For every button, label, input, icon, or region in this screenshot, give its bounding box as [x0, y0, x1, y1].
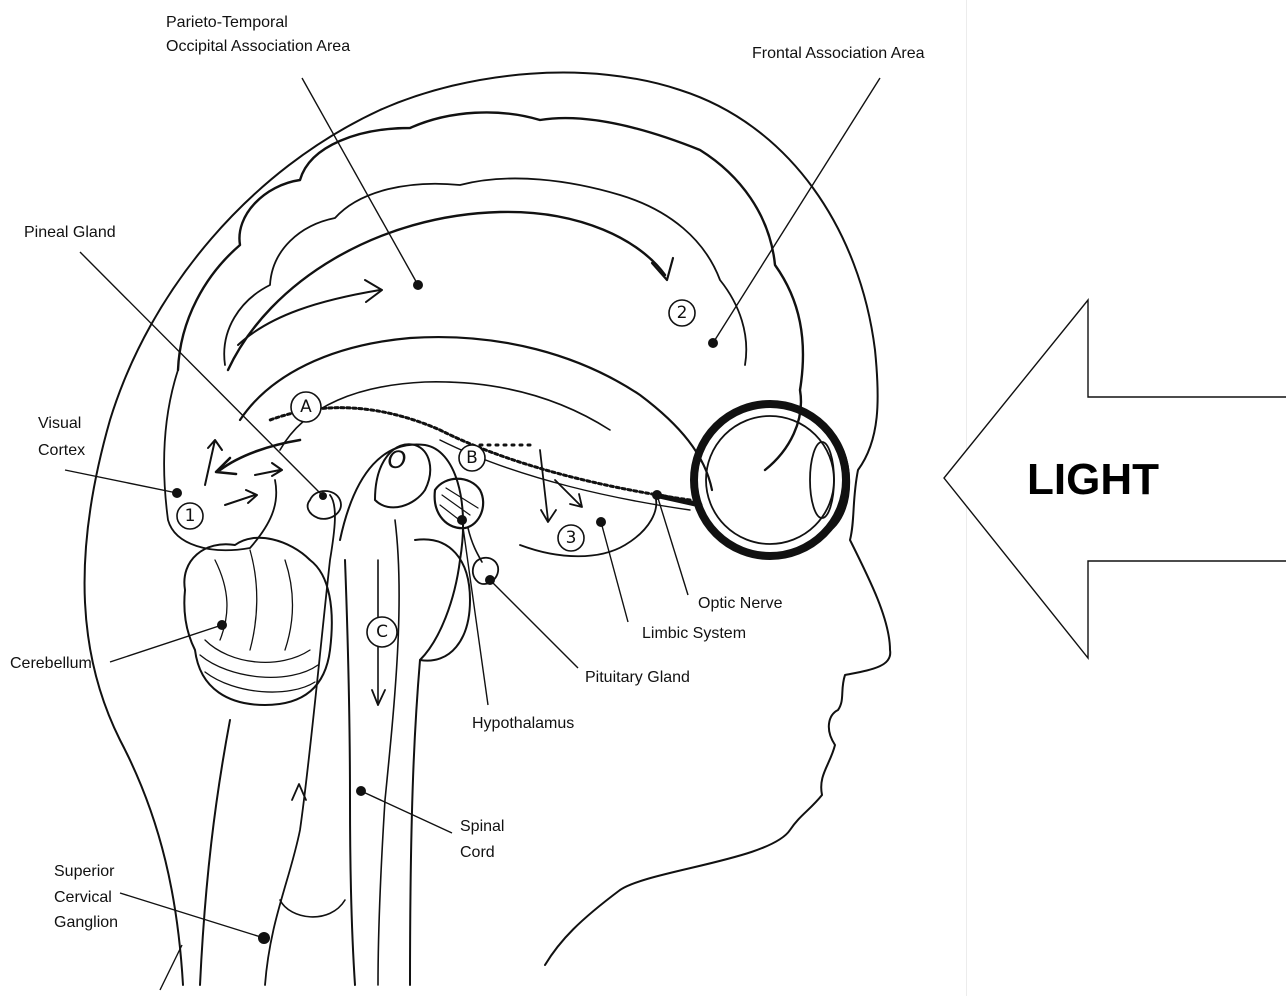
- label-scg-2: Cervical: [54, 889, 112, 906]
- svg-text:C: C: [376, 622, 388, 642]
- label-spinal-cord-2: Cord: [460, 844, 495, 861]
- dot-cerebellum: [217, 620, 227, 630]
- cerebral-cortex-inner: [224, 178, 746, 365]
- leader-cerebellum: [110, 625, 222, 662]
- label-pituitary-gland: Pituitary Gland: [585, 669, 690, 686]
- scg-exit-line: [160, 945, 182, 990]
- dot-visual-cortex: [172, 488, 182, 498]
- dot-spinal-cord: [356, 786, 366, 796]
- label-parieto-temporal-2: Occipital Association Area: [166, 38, 350, 55]
- spinal-cord-left: [345, 560, 355, 985]
- label-frontal-association: Frontal Association Area: [752, 45, 925, 62]
- leader-pituitary: [490, 580, 578, 668]
- label-limbic-system: Limbic System: [642, 625, 746, 642]
- leader-spinal-cord: [361, 791, 452, 833]
- visual-cortex-arrow-main: [220, 440, 300, 470]
- label-visual-cortex-2: Cortex: [38, 442, 85, 459]
- corpus-callosum-inner: [280, 382, 610, 450]
- brainstem-outline: [340, 444, 463, 985]
- leader-parieto-temporal: [302, 78, 418, 285]
- dot-pituitary: [485, 575, 495, 585]
- marker-step-1: 1: [177, 503, 203, 529]
- cerebellum-outline: [184, 538, 332, 705]
- association-arrow-upper-head: [652, 258, 673, 280]
- svg-text:1: 1: [185, 506, 196, 526]
- dot-optic-nerve: [652, 490, 662, 500]
- limbic-arrow-2: [555, 480, 582, 507]
- marker-step-2: 2: [669, 300, 695, 326]
- marker-path-a: A: [291, 392, 321, 422]
- visual-cortex-arrow-2: [255, 463, 282, 476]
- limbic-arrow-1: [540, 450, 556, 522]
- leader-limbic: [601, 522, 628, 622]
- pituitary-stalk: [468, 528, 482, 562]
- label-scg-3: Ganglion: [54, 914, 118, 931]
- dot-pineal: [319, 492, 327, 500]
- svg-text:2: 2: [677, 303, 688, 323]
- svg-text:3: 3: [566, 528, 577, 548]
- dot-scg: [258, 932, 270, 944]
- svg-text:A: A: [300, 397, 312, 417]
- leader-optic-nerve: [657, 495, 688, 595]
- leader-pineal: [80, 252, 323, 496]
- label-spinal-cord-1: Spinal: [460, 818, 504, 835]
- association-arrow-upper: [228, 212, 665, 370]
- svg-text:B: B: [466, 448, 478, 468]
- label-hypothalamus: Hypothalamus: [472, 715, 574, 732]
- cerebellum-folia: [200, 550, 318, 692]
- visual-cortex-arrow-1: [205, 440, 222, 485]
- marker-path-c: C: [367, 617, 397, 647]
- cerebral-cortex-outer: [178, 112, 803, 470]
- dot-hypothalamus: [457, 515, 467, 525]
- label-parieto-temporal-1: Parieto-Temporal: [166, 14, 288, 31]
- dot-limbic: [596, 517, 606, 527]
- visual-cortex-arrow-3: [225, 490, 257, 505]
- dot-parieto-temporal: [413, 280, 423, 290]
- pons-bulge: [415, 539, 470, 660]
- label-optic-nerve: Optic Nerve: [698, 595, 783, 612]
- marker-nucleus: O: [388, 446, 407, 474]
- neck-back-outline: [200, 720, 230, 985]
- leader-scg: [120, 893, 264, 938]
- scg-loop: [280, 900, 345, 917]
- lens: [810, 442, 834, 518]
- frontal-lower-cortex: [520, 495, 656, 556]
- label-pineal-gland: Pineal Gland: [24, 224, 116, 241]
- eyeball-inner: [706, 416, 834, 544]
- label-visual-cortex-1: Visual: [38, 415, 81, 432]
- sympathetic-fiber: [265, 495, 335, 985]
- association-arrow-lower: [238, 290, 380, 345]
- marker-path-b: B: [459, 445, 485, 471]
- label-cerebellum: Cerebellum: [10, 655, 92, 672]
- marker-step-3: 3: [558, 525, 584, 551]
- light-label: LIGHT: [1027, 455, 1159, 504]
- dot-frontal: [708, 338, 718, 348]
- spinal-cord-right-inner: [378, 520, 399, 985]
- label-scg-1: Superior: [54, 863, 115, 880]
- leader-visual-cortex: [65, 470, 177, 493]
